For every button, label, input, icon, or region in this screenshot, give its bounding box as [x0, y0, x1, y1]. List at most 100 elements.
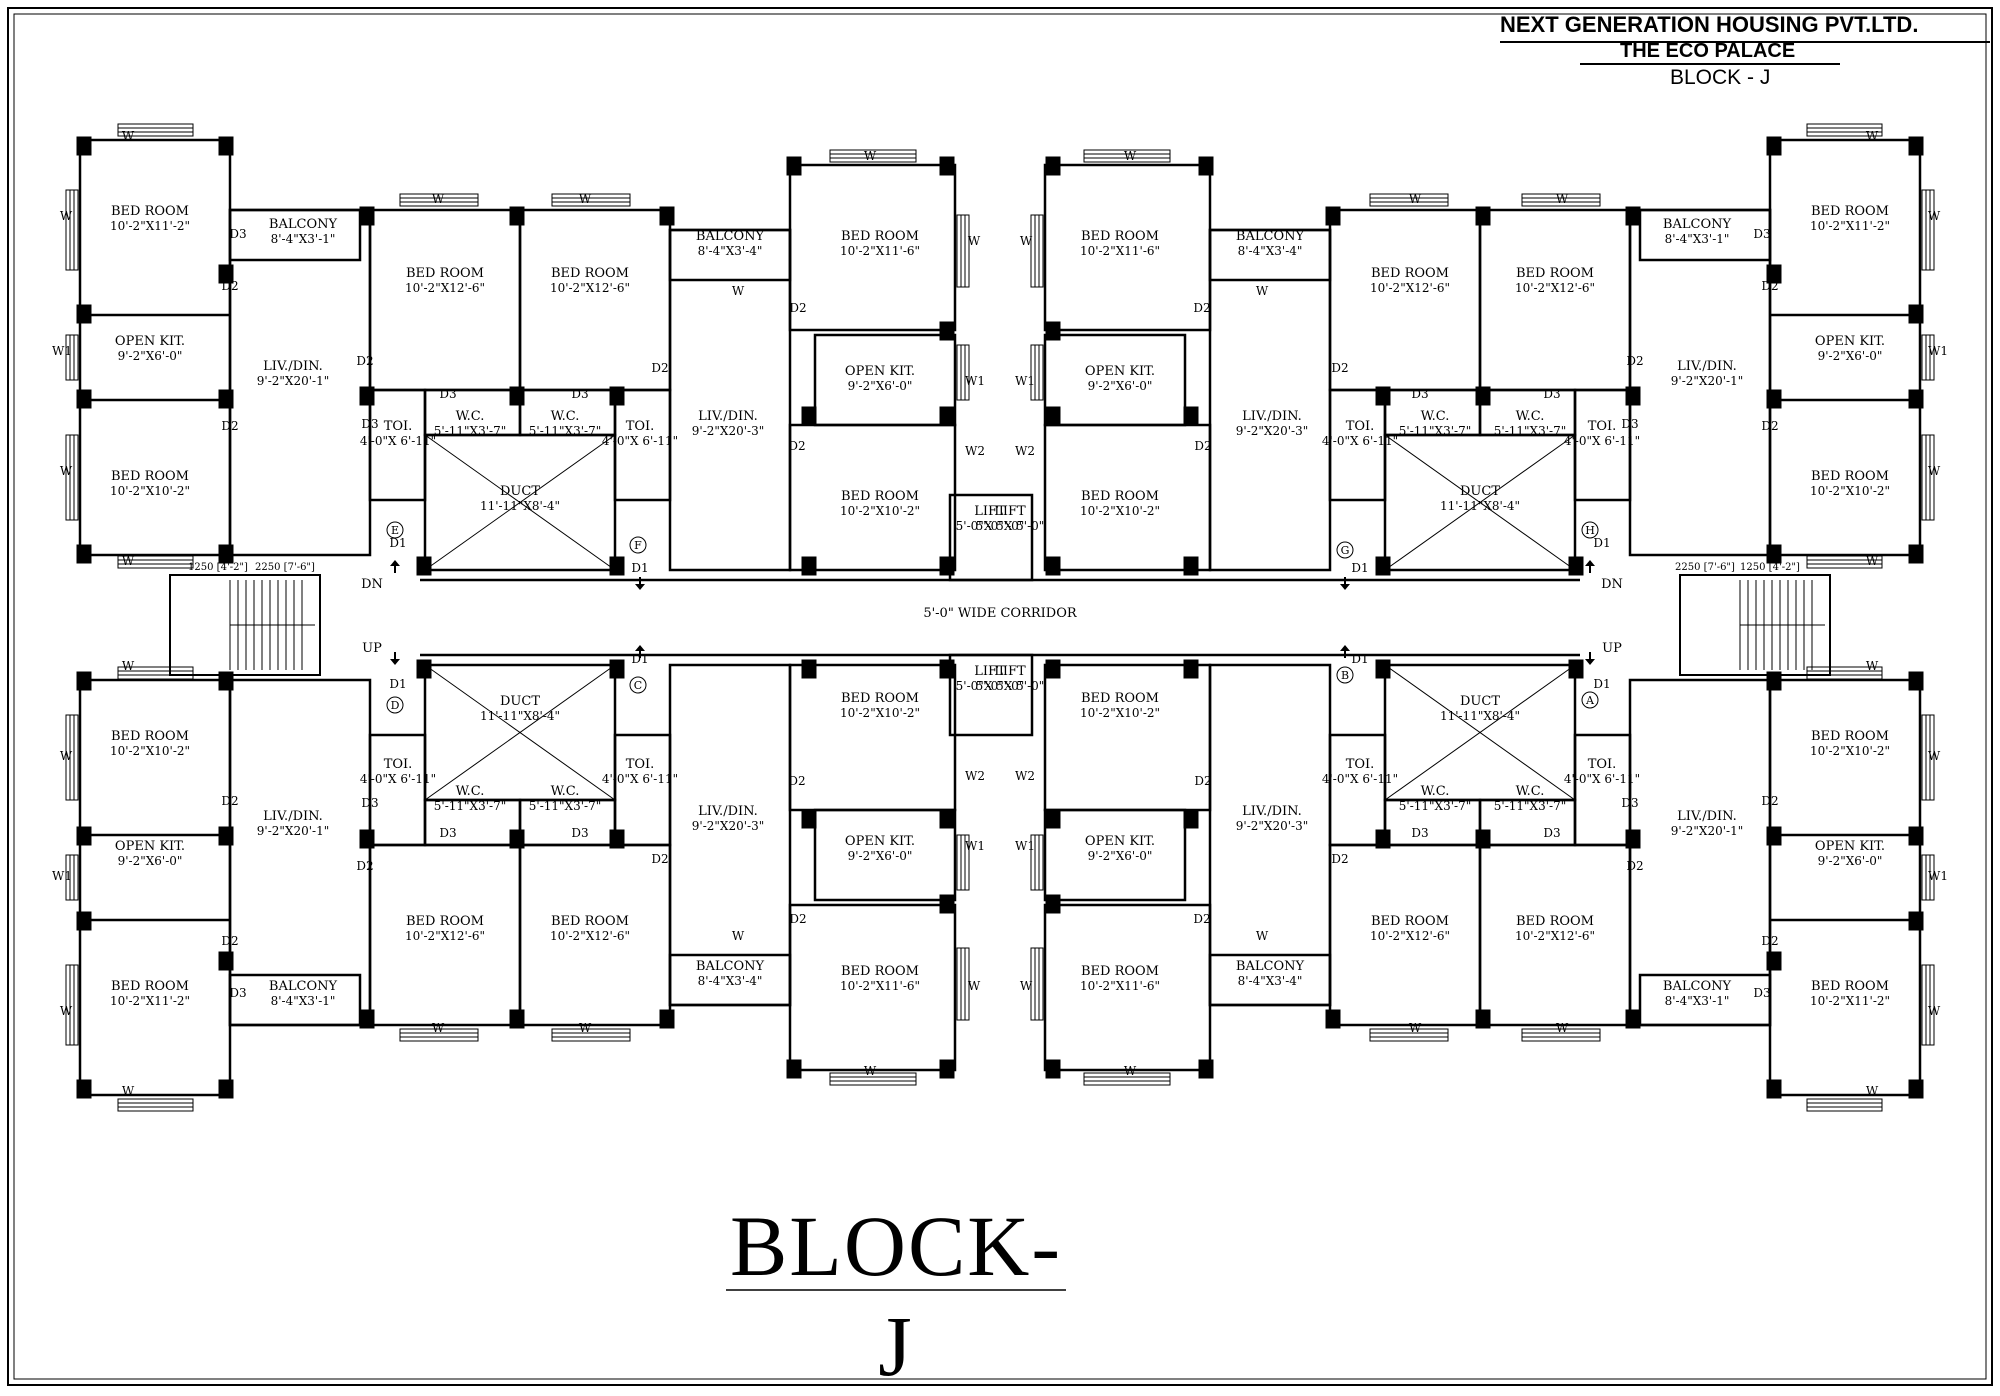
room-dimension: 8'-4"X3'-1" [271, 994, 336, 1008]
window-tag: W [968, 234, 981, 248]
wall [1083, 149, 1171, 163]
room-dimension: 8'-4"X3'-4" [1238, 244, 1303, 258]
room-name: BED ROOM [841, 489, 919, 504]
room-name: LIV./DIN. [1242, 804, 1302, 819]
unit-marker-circle [386, 696, 404, 714]
room-dimension: 10'-2"X11'-6" [1080, 244, 1160, 258]
column [1625, 386, 1641, 406]
room-name: W.C. [1421, 784, 1450, 799]
wall [1383, 663, 1577, 802]
room-dimension: 11'-11"X8'-4" [480, 709, 560, 723]
column [509, 206, 525, 226]
room-dimension: 11'-11"X8'-4" [1440, 499, 1520, 513]
room-name: DUCT [1460, 484, 1500, 499]
room-name: OPEN KIT. [1815, 334, 1885, 349]
column [76, 826, 92, 846]
column [1766, 1079, 1782, 1099]
room-dimension: 10'-2"X11'-2" [1810, 219, 1890, 233]
column [1625, 1009, 1641, 1029]
room-dimension: 4'-0"X 6'-11" [1564, 434, 1640, 448]
room-dimension: 9'-2"X20'-3" [692, 424, 764, 438]
column [1183, 659, 1199, 679]
room-name: OPEN KIT. [115, 334, 185, 349]
wall [423, 433, 617, 572]
room-dimension: 5'-11"X3'-7" [434, 799, 506, 813]
stair-well [169, 574, 321, 676]
wall [1043, 423, 1212, 572]
column [1183, 809, 1199, 829]
wall [1383, 433, 1577, 572]
wall [1806, 123, 1883, 137]
column [1908, 671, 1924, 691]
door-tag: D2 [1193, 912, 1210, 926]
column [1766, 826, 1782, 846]
room-name: BED ROOM [841, 691, 919, 706]
column [1908, 304, 1924, 324]
column [1045, 406, 1061, 426]
door-tag: D2 [1626, 354, 1643, 368]
door-tag: D1 [1351, 561, 1368, 575]
room-dimension: 9'-2"X20'-3" [1236, 424, 1308, 438]
wall [424, 664, 616, 801]
stair-down-label: DN [361, 577, 383, 592]
room-name: LIV./DIN. [698, 804, 758, 819]
room-dimension: 9'-2"X6'-0" [1818, 854, 1883, 868]
wall [65, 854, 79, 901]
window-tag: W1 [1928, 344, 1948, 358]
door-tag: D1 [389, 677, 406, 691]
wall [956, 214, 970, 288]
room-dimension: 4'-0"X 6'-11" [602, 772, 678, 786]
room-dimension: 9'-2"X6'-0" [848, 849, 913, 863]
column [509, 1009, 525, 1029]
window-tag: W [864, 1064, 877, 1078]
stair-dim: 2250 [7'-6"] [255, 562, 315, 573]
column [786, 1059, 802, 1079]
door-tag: D2 [789, 301, 806, 315]
room-dimension: 10'-2"X10'-2" [1080, 706, 1160, 720]
room-dimension: 9'-2"X20'-1" [1671, 374, 1743, 388]
door-tag: D3 [439, 387, 456, 401]
window-tag: W [732, 929, 745, 943]
wall [1030, 344, 1044, 401]
door-tag: D2 [1761, 794, 1778, 808]
room-name: W.C. [456, 784, 485, 799]
stair-up-label: UP [1602, 641, 1622, 656]
column [218, 826, 234, 846]
column [1325, 1009, 1341, 1029]
room-dimension: 10'-2"X11'-2" [110, 219, 190, 233]
door-tag: D3 [1753, 986, 1770, 1000]
window-tag: W [1020, 979, 1033, 993]
wall [117, 555, 194, 569]
room-name: LIV./DIN. [698, 409, 758, 424]
room-dimension: 8'-4"X3'-4" [1238, 974, 1303, 988]
unit-upper-left [65, 123, 970, 576]
room-name: LIFT [994, 504, 1026, 519]
door-tag: D3 [1543, 387, 1560, 401]
room-dimension: 11'-11"X8'-4" [480, 499, 560, 513]
wall [368, 733, 427, 847]
column [218, 544, 234, 564]
room-name: BED ROOM [841, 964, 919, 979]
room-dimension: 10'-2"X12'-6" [1370, 281, 1450, 295]
company-name: NEXT GENERATION HOUSING PVT.LTD. [1500, 12, 1919, 37]
room-name: BALCONY [1663, 979, 1732, 994]
stair-well [1679, 574, 1831, 676]
column [218, 264, 234, 284]
window-tag: W [122, 554, 135, 568]
unit-marker: E [391, 524, 399, 537]
column [1475, 1009, 1491, 1029]
room-dimension: 10'-2"X12'-6" [405, 281, 485, 295]
window-tag: W [122, 1084, 135, 1098]
wall [551, 193, 631, 207]
window-tag: W1 [1015, 374, 1035, 388]
room-dimension: 4'-0"X 6'-11" [360, 772, 436, 786]
door-tag: D2 [221, 419, 238, 433]
unit-marker-circle [1336, 541, 1354, 559]
wall [1369, 193, 1449, 207]
window-tag: W [1928, 464, 1941, 478]
room-name: W.C. [1421, 409, 1450, 424]
wall [1030, 214, 1044, 288]
window-tag: W [1556, 1021, 1569, 1035]
wall [1328, 733, 1387, 847]
column [1625, 206, 1641, 226]
